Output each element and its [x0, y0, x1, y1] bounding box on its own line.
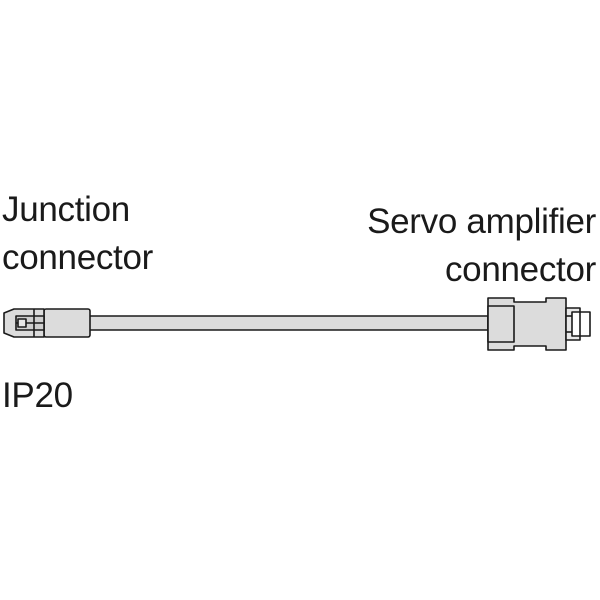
ip-rating-label: IP20: [2, 376, 73, 415]
junction-connector-icon: [3, 308, 91, 338]
servo-label-line-1: Servo amplifier: [367, 202, 596, 241]
servo-amplifier-connector-icon: [487, 297, 591, 351]
junction-label-line-2: connector: [2, 238, 154, 277]
servo-amplifier-connector-label: Servo amplifier connector: [367, 198, 596, 294]
junction-label-line-1: Junction: [2, 190, 130, 229]
cable: [87, 315, 489, 331]
servo-label-line-2: connector: [444, 250, 596, 289]
junction-connector-label: Junction connector: [2, 186, 153, 282]
